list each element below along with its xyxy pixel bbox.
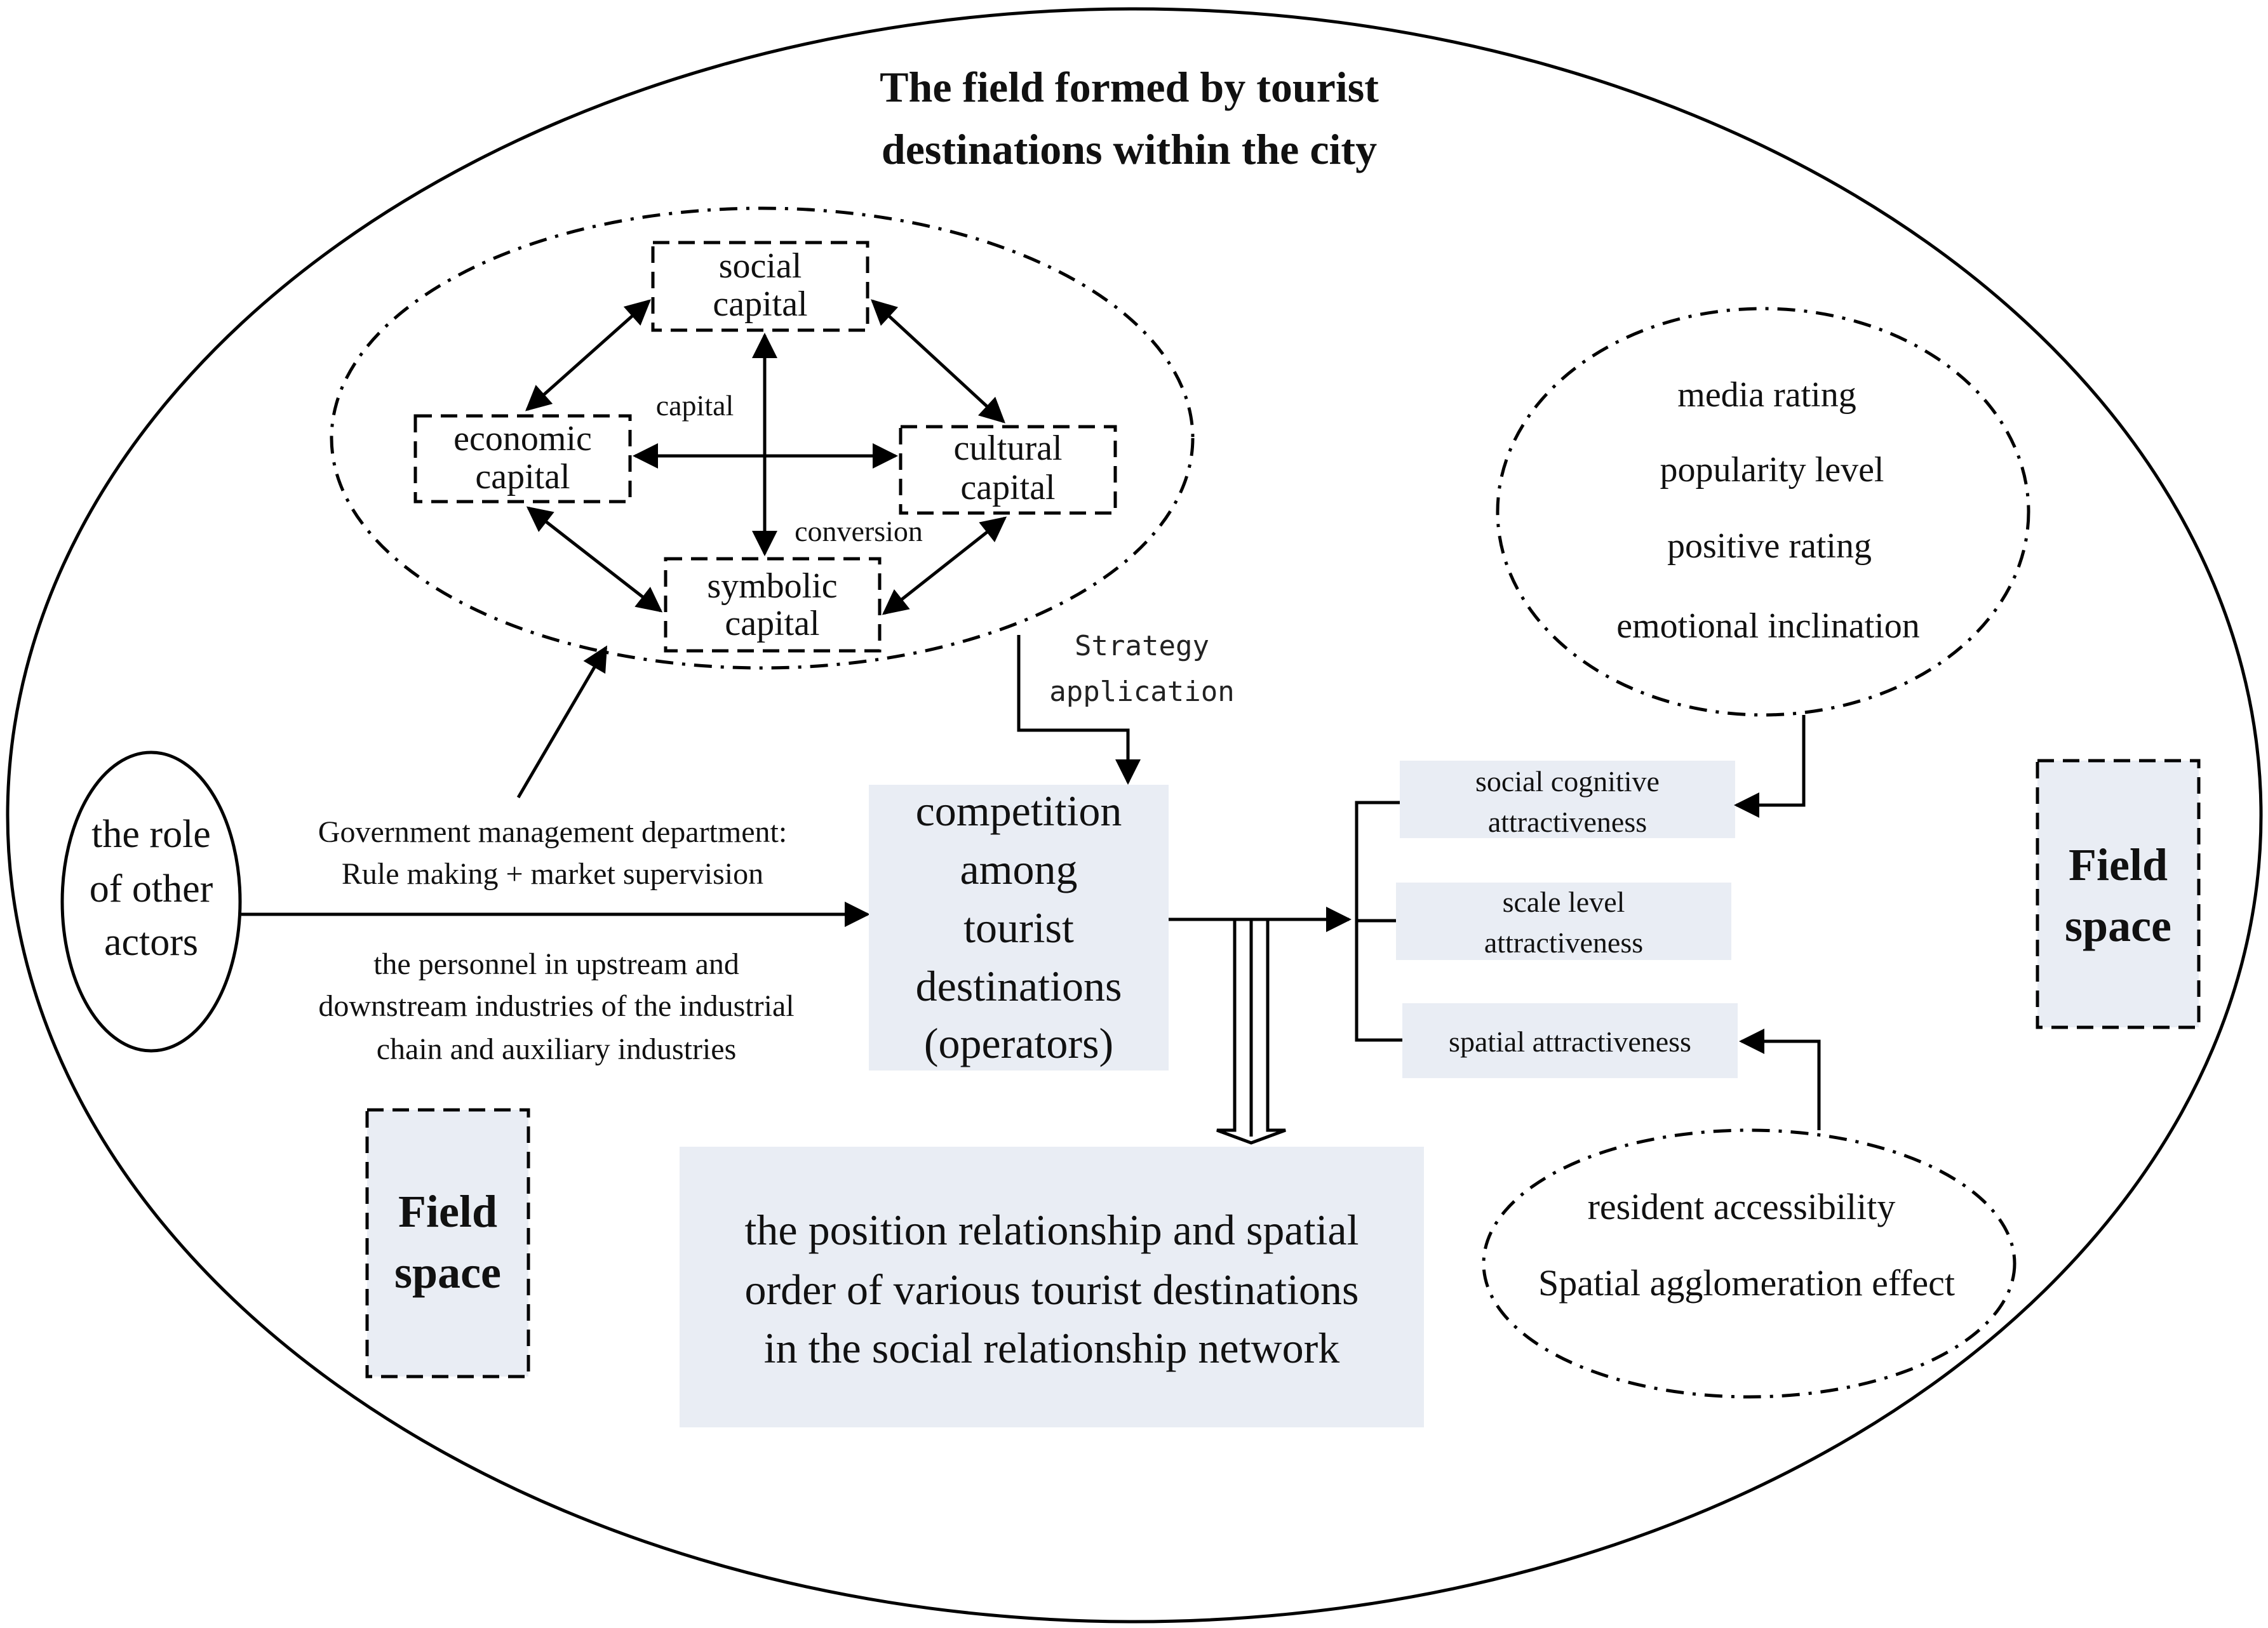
field-space-left-label-2: space bbox=[394, 1247, 501, 1298]
government-label-1: Government management department: bbox=[318, 815, 787, 849]
symbolic-capital-box bbox=[664, 557, 882, 653]
title-line-2: destinations within the city bbox=[882, 125, 1377, 173]
social-capital-label-2: capital bbox=[713, 284, 807, 324]
other-actors-label-1: the role bbox=[91, 813, 211, 856]
arrow-actors-to-capital bbox=[516, 645, 608, 799]
position-label-2: order of various tourist destinations bbox=[745, 1265, 1359, 1314]
strategy-label-2: application bbox=[1049, 676, 1234, 708]
personnel-label-2: downstream industries of the industrial bbox=[318, 989, 794, 1023]
spatial-factors-label-2: Spatial agglomeration effect bbox=[1538, 1262, 1955, 1304]
field-space-right-label-2: space bbox=[2065, 900, 2171, 951]
economic-capital-box bbox=[413, 414, 632, 504]
scale-level-label-1: scale level bbox=[1503, 886, 1625, 918]
scale-level-label-2: attractiveness bbox=[1484, 926, 1643, 959]
economic-capital-label-2: capital bbox=[475, 457, 570, 497]
field-space-box-right-border bbox=[2036, 759, 2201, 1029]
media-label-1: media rating bbox=[1677, 375, 1856, 415]
cultural-capital-box bbox=[899, 425, 1117, 515]
scale-level-box bbox=[1396, 883, 1731, 960]
media-ellipse bbox=[1496, 307, 2030, 717]
social-cognitive-box bbox=[1400, 761, 1735, 838]
other-actors-label-2: of other bbox=[90, 867, 213, 911]
competition-label-3: tourist bbox=[963, 904, 1074, 952]
media-label-2: popularity level bbox=[1660, 450, 1884, 490]
position-box bbox=[680, 1147, 1424, 1427]
strategy-arrow bbox=[1017, 635, 1141, 785]
position-label-3: in the social relationship network bbox=[764, 1324, 1339, 1372]
field-space-box-left bbox=[367, 1110, 528, 1377]
competition-label-1: competition bbox=[916, 787, 1122, 835]
cultural-capital-label-2: capital bbox=[960, 468, 1055, 507]
competition-box bbox=[869, 785, 1169, 1071]
field-space-box-left-border bbox=[365, 1108, 530, 1378]
social-cognitive-label-2: attractiveness bbox=[1488, 806, 1647, 838]
spatial-factors-ellipse bbox=[1482, 1128, 2016, 1399]
arrow-social-cultural bbox=[871, 299, 1005, 424]
field-space-box-right bbox=[2037, 761, 2199, 1027]
arrow-cultural-symbolic bbox=[882, 516, 1007, 615]
personnel-label-3: chain and auxiliary industries bbox=[377, 1032, 737, 1066]
arrow-social-economic bbox=[525, 299, 651, 411]
competition-label-5: (operators) bbox=[924, 1019, 1113, 1067]
conversion-center-label: conversion bbox=[795, 515, 923, 547]
government-label-2: Rule making + market supervision bbox=[342, 857, 763, 891]
spatial-factors-label-1: resident accessibility bbox=[1588, 1186, 1896, 1227]
capital-center-label: capital bbox=[656, 389, 734, 422]
symbolic-capital-label-1: symbolic bbox=[707, 566, 837, 606]
arrow-economic-symbolic bbox=[526, 506, 663, 613]
other-actors-ellipse bbox=[60, 751, 242, 1053]
arrow-media-to-social-cognitive bbox=[1734, 715, 1806, 818]
personnel-label-1: the personnel in upstream and bbox=[373, 947, 739, 981]
title-line-1: The field formed by tourist bbox=[880, 63, 1379, 111]
field-space-right-label-1: Field bbox=[2069, 839, 2168, 890]
competition-label-2: among bbox=[960, 845, 1077, 893]
competition-label-4: destinations bbox=[916, 962, 1122, 1010]
spatial-attractiveness-box bbox=[1402, 1003, 1738, 1078]
hollow-down-arrow bbox=[1216, 921, 1286, 1145]
media-label-3: positive rating bbox=[1667, 526, 1872, 566]
social-cognitive-label-1: social cognitive bbox=[1475, 765, 1660, 797]
economic-capital-label-1: economic bbox=[453, 419, 592, 458]
social-capital-label-1: social bbox=[719, 246, 802, 286]
social-capital-box bbox=[651, 241, 869, 332]
field-space-left-label-1: Field bbox=[398, 1186, 497, 1237]
symbolic-capital-label-2: capital bbox=[725, 604, 819, 643]
position-label-1: the position relationship and spatial bbox=[745, 1206, 1359, 1254]
capital-conversion-ellipse bbox=[330, 206, 1195, 670]
cultural-capital-label-1: cultural bbox=[953, 429, 1062, 468]
arrow-spatial-to-attractiveness bbox=[1739, 1029, 1821, 1130]
media-label-4: emotional inclination bbox=[1616, 606, 1919, 646]
other-actors-label-3: actors bbox=[104, 921, 198, 964]
strategy-label-1: Strategy bbox=[1075, 630, 1209, 662]
outer-field-ellipse bbox=[6, 7, 2263, 1624]
spatial-attractiveness-label: spatial attractiveness bbox=[1449, 1025, 1691, 1058]
